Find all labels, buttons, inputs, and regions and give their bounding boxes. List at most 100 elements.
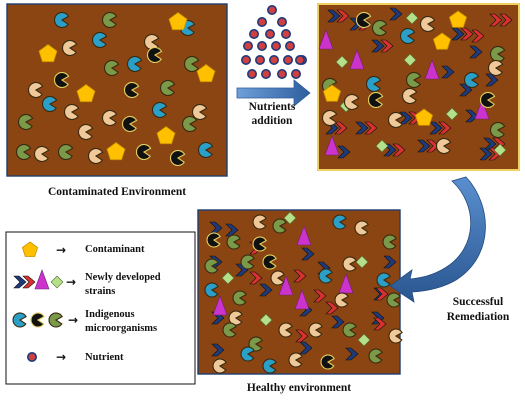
remediation-caption-line1: Successful xyxy=(452,296,504,308)
nutrient-dot xyxy=(280,28,291,39)
indigenous-microbe xyxy=(388,328,403,344)
legend-box xyxy=(5,231,196,385)
contaminant-pentagon xyxy=(432,32,452,50)
strain-chevron xyxy=(380,39,394,53)
microbe-body xyxy=(487,59,504,77)
strain-chevron xyxy=(451,27,465,41)
contaminant-pentagon xyxy=(196,64,216,83)
microbe-body xyxy=(489,121,506,139)
contaminant-pentagon xyxy=(156,126,176,145)
legend-strains-label-line1: Newly developed xyxy=(85,272,161,283)
indigenous-microbe xyxy=(169,149,186,167)
microbe-body xyxy=(248,336,263,352)
indigenous-microbe xyxy=(61,39,78,57)
microbe-body xyxy=(318,268,333,284)
contaminant-pentagon xyxy=(38,44,58,63)
microbe-body xyxy=(101,109,118,127)
indigenous-microbe xyxy=(12,312,27,328)
microbe-body xyxy=(183,55,200,73)
microbe-body xyxy=(123,81,140,99)
microbe-body xyxy=(135,143,152,161)
strain-chevron xyxy=(465,109,479,123)
indigenous-microbe xyxy=(212,358,227,374)
contaminant-pentagon xyxy=(322,84,342,102)
strain-chevron xyxy=(364,121,378,135)
indigenous-microbe xyxy=(15,143,32,161)
strain-diamond xyxy=(50,275,64,289)
indigenous-microbe xyxy=(252,236,267,252)
strain-chevron xyxy=(334,121,348,135)
strain-chevron xyxy=(417,139,431,153)
strain-diamond xyxy=(405,11,419,25)
microbe-body xyxy=(169,149,186,167)
indigenous-microbe xyxy=(159,79,176,97)
microbe-body xyxy=(15,143,32,161)
nutrients-addition-arrow xyxy=(236,79,311,107)
microbe-body xyxy=(354,220,369,236)
indigenous-microbe xyxy=(367,91,384,109)
indigenous-microbe xyxy=(191,103,208,121)
microbe-body xyxy=(151,101,168,119)
nutrients-added-panel-contents xyxy=(318,7,513,161)
strain-chevron xyxy=(349,17,363,31)
strain-chevron xyxy=(488,147,502,161)
indigenous-microbe xyxy=(479,91,496,109)
indigenous-microbe xyxy=(41,95,58,113)
microbe-body xyxy=(222,322,237,338)
nutrient-dot xyxy=(255,54,266,65)
strain-chevron xyxy=(295,329,309,343)
indigenous-microbe xyxy=(399,27,416,45)
strain-chevron xyxy=(429,121,443,135)
strain-chevron xyxy=(373,317,387,331)
strain-chevron xyxy=(399,111,413,125)
nutrients-caption-line2: addition xyxy=(251,115,293,127)
indigenous-microbe xyxy=(463,71,480,89)
microbe-body xyxy=(252,236,267,252)
contaminated-panel-contents xyxy=(15,11,216,167)
indigenous-microbe xyxy=(53,11,70,29)
nutrient-pile xyxy=(241,5,307,80)
indigenous-microbe xyxy=(320,354,335,370)
nutrient-dot xyxy=(284,40,295,51)
microbe-body xyxy=(435,137,452,155)
microbe-body xyxy=(121,115,138,133)
indigenous-microbe xyxy=(226,234,241,250)
microbe-body xyxy=(399,27,416,45)
microbe-body xyxy=(479,91,496,109)
nutrients-added-panel xyxy=(317,3,520,171)
microbe-body xyxy=(53,11,70,29)
remediation-caption-line2: Remediation xyxy=(446,311,510,323)
strain-chevron xyxy=(469,45,483,59)
microbe-body xyxy=(405,71,422,89)
indigenous-microbe xyxy=(181,115,198,133)
nutrient-dot xyxy=(294,54,305,65)
strain-chevron xyxy=(299,341,313,355)
indigenous-microbe xyxy=(101,109,118,127)
strain-diamond xyxy=(221,271,235,285)
microbe-body xyxy=(53,71,70,89)
strain-triangle xyxy=(294,289,310,310)
microbe-body xyxy=(368,348,383,364)
microbe-body xyxy=(226,234,241,250)
microbe-body xyxy=(386,292,401,308)
microbe-body xyxy=(181,115,198,133)
strain-chevron xyxy=(460,27,474,41)
strain-chevron xyxy=(337,145,351,159)
microbe-body xyxy=(204,282,219,298)
microbe-body xyxy=(197,141,214,159)
nutrient-dot xyxy=(241,54,252,65)
strain-chevron xyxy=(259,283,273,297)
microbe-body xyxy=(278,322,293,338)
microbe-body xyxy=(33,145,50,163)
indigenous-microbe xyxy=(382,234,397,250)
strain-diamond xyxy=(259,313,273,327)
indigenous-microbe xyxy=(63,103,80,121)
nutrient-dot xyxy=(256,40,267,51)
strain-chevron xyxy=(301,247,315,261)
indigenous-microbe xyxy=(368,348,383,364)
microbe-body xyxy=(343,93,360,111)
indigenous-microbe xyxy=(365,75,382,93)
contaminant-pentagon xyxy=(448,10,468,28)
microbe-body xyxy=(232,290,247,306)
strain-triangle xyxy=(324,135,340,156)
